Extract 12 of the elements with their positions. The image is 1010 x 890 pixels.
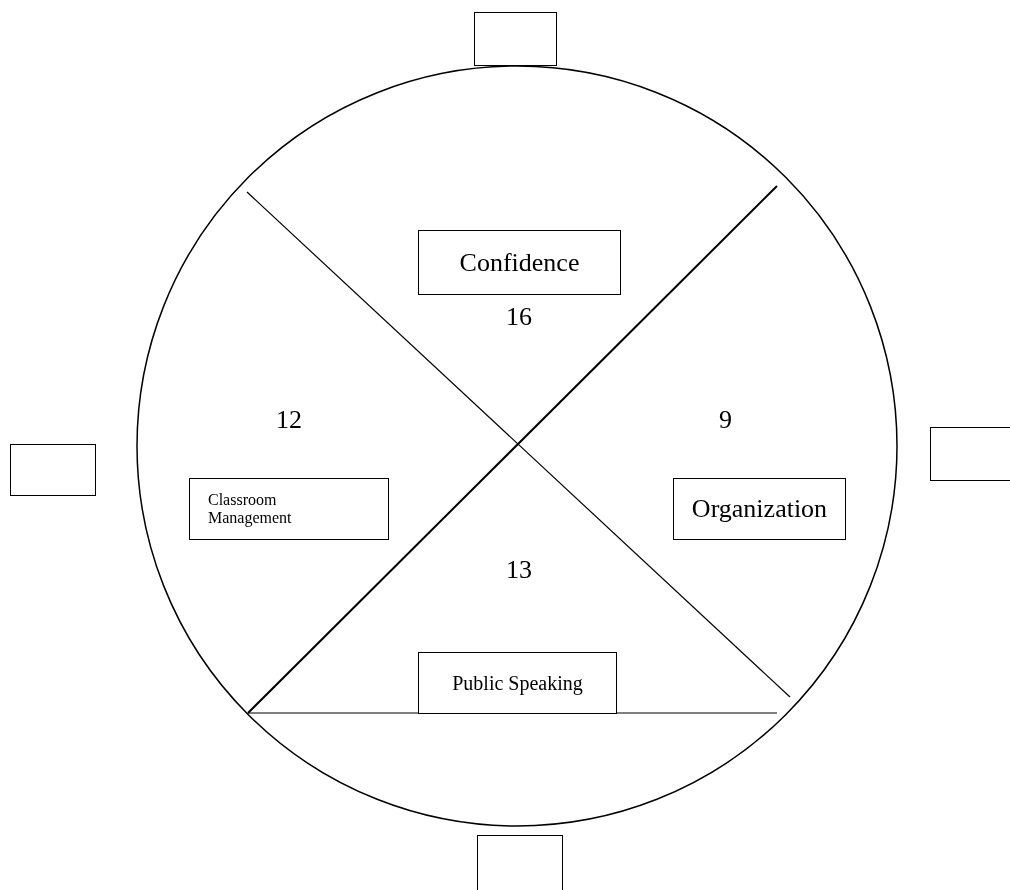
skill-label: Organization bbox=[673, 478, 846, 540]
skill-label: Classroom Management bbox=[189, 478, 389, 540]
empty-box bbox=[10, 444, 96, 496]
skill-label: Public Speaking bbox=[418, 652, 617, 714]
skill-label: Confidence bbox=[418, 230, 621, 295]
count-number: 16 bbox=[506, 302, 532, 332]
count-number: 13 bbox=[506, 555, 532, 585]
empty-box bbox=[930, 427, 1010, 481]
count-number: 12 bbox=[276, 405, 302, 435]
empty-box bbox=[474, 12, 557, 66]
empty-box bbox=[477, 835, 563, 890]
count-number: 9 bbox=[719, 405, 732, 435]
